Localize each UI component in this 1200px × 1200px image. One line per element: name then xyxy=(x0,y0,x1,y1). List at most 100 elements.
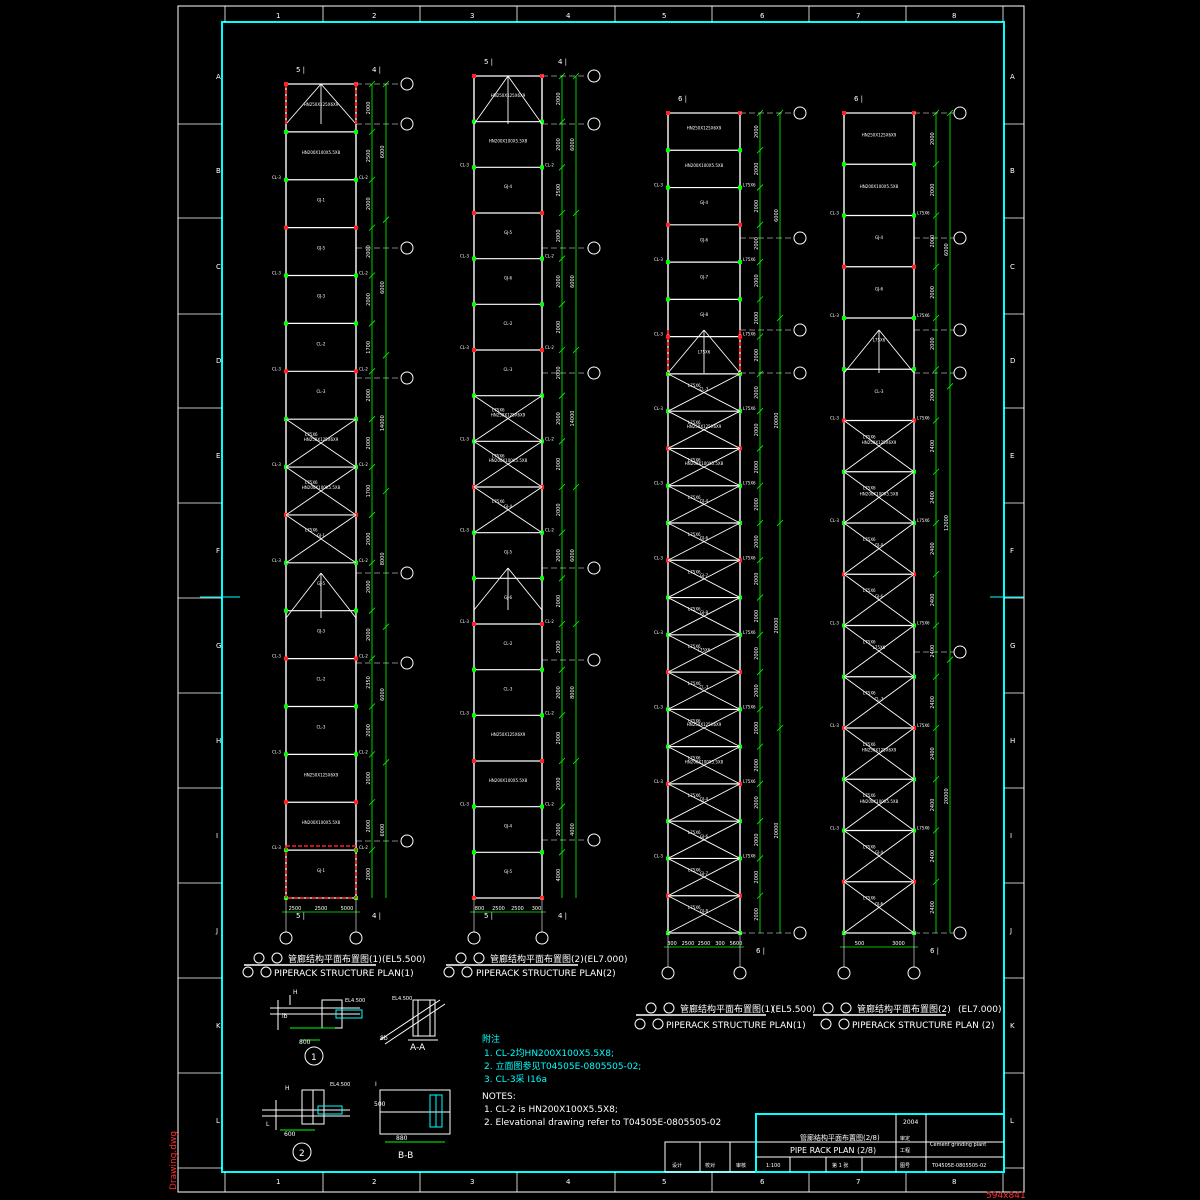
row-label-right: L xyxy=(1010,1117,1014,1125)
beam-label: CL-3 xyxy=(317,389,326,394)
dimension-tick xyxy=(368,463,376,471)
row-label-left: F xyxy=(216,547,220,555)
dimension-tick xyxy=(368,80,376,88)
beam-tag: CL-3 xyxy=(272,366,281,371)
column-node xyxy=(472,211,476,215)
span-dimension: 2400 xyxy=(930,645,936,658)
column-node xyxy=(354,321,358,326)
beam-tag: CL-3 xyxy=(272,845,281,850)
span-dimension: 2000 xyxy=(556,640,562,653)
detail-aa-tag: 8b xyxy=(380,1035,388,1042)
caption-plan-1-en: PIPERACK STRUCTURE PLAN(1) xyxy=(274,969,414,979)
dimension-tick xyxy=(368,415,376,423)
beam-tag: CL-2 xyxy=(545,436,554,441)
knee-brace xyxy=(320,572,357,619)
row-label-right: G xyxy=(1010,642,1015,650)
total-dimension-tick xyxy=(572,346,580,354)
dimension-tick xyxy=(368,176,376,184)
beam-tag: L75X6 xyxy=(917,416,930,421)
span-dimension: 2000 xyxy=(754,386,760,399)
span-dimension: 2000 xyxy=(366,293,372,306)
detail-1-tag-lb: lb xyxy=(282,1013,288,1020)
x-brace xyxy=(667,895,741,934)
caption-plan-2-en: PIPERACK STRUCTURE PLAN(2) xyxy=(476,969,616,979)
span-dimension: 2000 xyxy=(556,458,562,471)
caption-plan-4-el: (EL7.000) xyxy=(958,1005,1002,1015)
dimension-tick xyxy=(368,224,376,231)
beam-label: HN250X125X6X9 xyxy=(687,126,722,131)
column-node xyxy=(540,622,544,626)
dimension-tick xyxy=(558,666,566,673)
beam-label: GJ-6 xyxy=(504,276,513,281)
x-brace xyxy=(667,671,741,710)
beam-label: GJ-3 xyxy=(317,293,326,298)
beam-label: GJ-4 xyxy=(875,850,884,855)
dimension-tick xyxy=(756,780,764,788)
total-dimension-tick xyxy=(572,620,580,628)
col-label-bottom: 6 xyxy=(760,1178,765,1186)
zone-ticks xyxy=(178,6,1024,1192)
span-dimension: 2350 xyxy=(366,676,372,689)
row-label-left: A xyxy=(216,73,221,81)
span-dimension: 2400 xyxy=(930,440,936,453)
dimension-tick xyxy=(932,878,940,886)
dimension-tick xyxy=(932,827,940,834)
brace-label: L75X6 xyxy=(863,434,876,439)
column-node xyxy=(540,804,544,809)
row-label-left: E xyxy=(216,452,220,460)
beam-tag: L75X6 xyxy=(917,723,930,728)
column-node xyxy=(354,704,358,709)
beam-label: HN250X125X6X9 xyxy=(491,413,526,418)
beam-label: CL-3 xyxy=(504,687,513,692)
axis-bubble xyxy=(793,106,807,120)
beam-tag: CL-2 xyxy=(359,462,368,467)
dimension-tick xyxy=(756,407,764,415)
bottom-dimension: 3000 xyxy=(892,941,905,947)
beam-tag: L75X6 xyxy=(743,481,756,486)
x-brace xyxy=(667,634,741,673)
beam-tag: CL-3 xyxy=(654,555,663,560)
column-node xyxy=(354,273,358,278)
dimension-tick xyxy=(368,798,376,806)
column-node xyxy=(284,608,288,613)
axis-bubble xyxy=(400,656,414,670)
beam-tag: CL-3 xyxy=(272,462,281,467)
section-tag: 6 | xyxy=(756,947,765,955)
brace-label: L75X6 xyxy=(688,868,701,873)
x-brace xyxy=(667,858,741,897)
column-node xyxy=(354,800,358,805)
total-dimension-tick xyxy=(572,72,580,80)
dimension-tick xyxy=(368,128,376,136)
beam-label: CL-3 xyxy=(700,387,709,392)
knee-brace xyxy=(843,329,880,374)
dimension-tick xyxy=(558,118,566,125)
beam-tag: L75X6 xyxy=(743,183,756,188)
beam-label: GJ-4 xyxy=(700,498,709,503)
dimension-tick xyxy=(756,631,764,639)
axis-bubble-bottom xyxy=(837,966,851,980)
dimension-tick xyxy=(368,703,376,710)
beam-tag: CL-2 xyxy=(545,254,554,259)
notes-en-line-2: 2. Elevational drawing refer to T04505E-… xyxy=(484,1118,721,1128)
caption-plan-4-en: PIPERACK STRUCTURE PLAN (2) xyxy=(852,1021,995,1031)
x-brace xyxy=(473,395,543,442)
column-node xyxy=(540,302,544,307)
detail-aa-el: EL4.500 xyxy=(392,996,412,1002)
title-cell-3: 审核 xyxy=(736,1162,746,1169)
beam-tag: CL-3 xyxy=(654,183,663,188)
detail-1-el: EL4.500 xyxy=(345,998,365,1004)
x-brace xyxy=(843,676,915,729)
detail-2-label: 2 xyxy=(299,1149,305,1159)
x-brace xyxy=(667,485,741,524)
x-brace xyxy=(843,573,915,626)
dimension-tick xyxy=(558,483,566,491)
brace-label: L75X6 xyxy=(863,896,876,901)
column-node xyxy=(738,148,742,153)
column-node xyxy=(666,297,670,302)
beam-tag: CL-2 xyxy=(545,528,554,533)
row-label-right: D xyxy=(1010,357,1015,365)
title-project: Cement grinding plant xyxy=(930,1142,986,1148)
beam-tag: CL-3 xyxy=(654,853,663,858)
beam-tag: L75X6 xyxy=(917,518,930,523)
span-dimension: 2000 xyxy=(754,498,760,511)
